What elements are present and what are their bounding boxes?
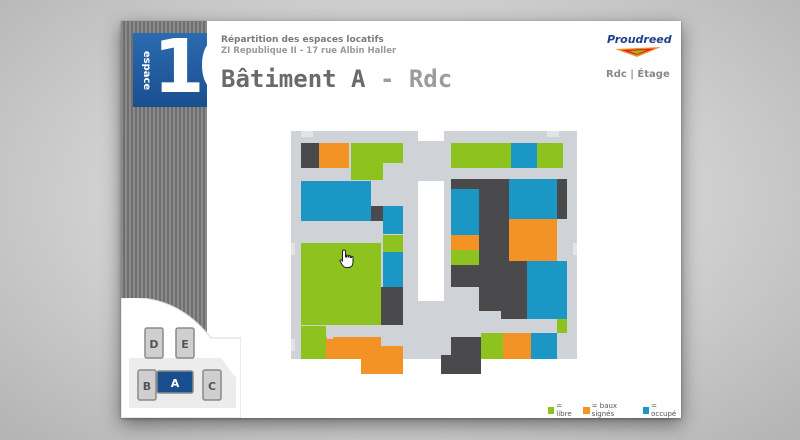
legend-label: = baux signés	[591, 402, 618, 418]
legend-label: = libre	[556, 402, 572, 418]
brand-name: Proudreed	[607, 33, 672, 46]
brand-swoosh-icon	[615, 47, 661, 57]
lot-baux[interactable]	[509, 219, 557, 261]
level-rdc-link[interactable]: Rdc	[606, 69, 627, 80]
lot-occupe[interactable]	[301, 181, 341, 221]
espace10-logo: 10 espace	[133, 27, 250, 107]
building-d-button[interactable]: D	[144, 327, 164, 359]
service-area	[301, 143, 319, 168]
title-separator: -	[365, 65, 409, 93]
service-area	[441, 355, 481, 374]
lot-occupe[interactable]	[451, 220, 479, 235]
service-area	[451, 337, 481, 359]
lot-libre[interactable]	[451, 250, 479, 265]
service-area	[451, 179, 479, 189]
building-d-label: D	[149, 338, 158, 351]
logo-word: espace	[141, 50, 153, 91]
lot-libre[interactable]	[481, 333, 503, 359]
legend: = libre = baux signés = occupé	[548, 402, 681, 418]
lot-libre[interactable]	[383, 235, 403, 252]
service-area	[501, 289, 527, 319]
lot-occupe[interactable]	[527, 261, 567, 319]
building-a-label: A	[171, 377, 180, 390]
service-area	[501, 261, 527, 289]
lot-occupe[interactable]	[383, 206, 403, 234]
service-area	[371, 206, 383, 221]
building-c-button[interactable]: C	[202, 369, 222, 401]
service-area	[479, 287, 501, 311]
lot-libre[interactable]	[301, 326, 326, 359]
legend-libre: = libre	[548, 402, 577, 418]
hand-pointer-icon	[339, 249, 354, 268]
page-title: Bâtiment A - Rdc	[221, 65, 452, 93]
page-subtitle: Répartition des espaces locatifs	[221, 35, 384, 45]
lot-libre[interactable]	[537, 143, 563, 168]
building-a-button[interactable]: A	[156, 370, 194, 394]
lot-occupe[interactable]	[341, 181, 371, 221]
building-c-label: C	[208, 380, 216, 393]
lot-occupe[interactable]	[383, 252, 403, 269]
level-etage-link[interactable]: Étage	[637, 69, 670, 80]
service-area	[381, 287, 403, 325]
lot-occupe[interactable]	[451, 189, 479, 205]
lot-occupe[interactable]	[511, 143, 537, 168]
lot-libre[interactable]	[484, 143, 511, 168]
building-b-button[interactable]: B	[137, 369, 157, 401]
legend-label: = occupé	[651, 402, 677, 418]
legend-swatch-occupe	[642, 406, 650, 414]
lot-baux[interactable]	[503, 333, 531, 359]
level-separator: |	[630, 69, 634, 80]
service-area	[557, 179, 567, 219]
lot-libre[interactable]	[383, 143, 403, 163]
lot-libre[interactable]	[351, 143, 383, 180]
lot-baux[interactable]	[361, 337, 403, 374]
site-minimap: D E B A C	[121, 298, 241, 418]
floor-plan	[291, 131, 577, 374]
lot-baux[interactable]	[326, 337, 361, 359]
level-switch: Rdc | Étage	[606, 69, 670, 80]
building-e-button[interactable]: E	[175, 327, 195, 359]
logo-number: 10	[153, 24, 250, 110]
legend-occupe: = occupé	[642, 402, 681, 418]
proudreed-logo: Proudreed	[607, 33, 672, 59]
lot-occupe[interactable]	[531, 333, 557, 359]
building-b-label: B	[143, 380, 151, 393]
lot-baux[interactable]	[451, 235, 479, 250]
service-area	[451, 265, 479, 287]
lot-baux[interactable]	[319, 143, 349, 168]
lot-libre[interactable]	[451, 143, 484, 168]
title-main: Bâtiment A	[221, 65, 366, 93]
plan-card: 10 espace Répartition des espaces locati…	[121, 21, 681, 418]
building-e-label: E	[181, 338, 189, 351]
legend-swatch-libre	[548, 406, 555, 414]
lot-occupe[interactable]	[383, 269, 403, 287]
address: ZI Republique II - 17 rue Albin Haller	[221, 46, 397, 56]
lot-libre[interactable]	[557, 319, 567, 333]
lot-occupe[interactable]	[509, 179, 557, 219]
legend-swatch-baux	[583, 406, 590, 414]
lot-libre-large[interactable]	[301, 243, 381, 325]
title-level: Rdc	[408, 65, 453, 93]
lot-occupe[interactable]	[451, 205, 479, 220]
legend-baux: = baux signés	[583, 402, 636, 418]
